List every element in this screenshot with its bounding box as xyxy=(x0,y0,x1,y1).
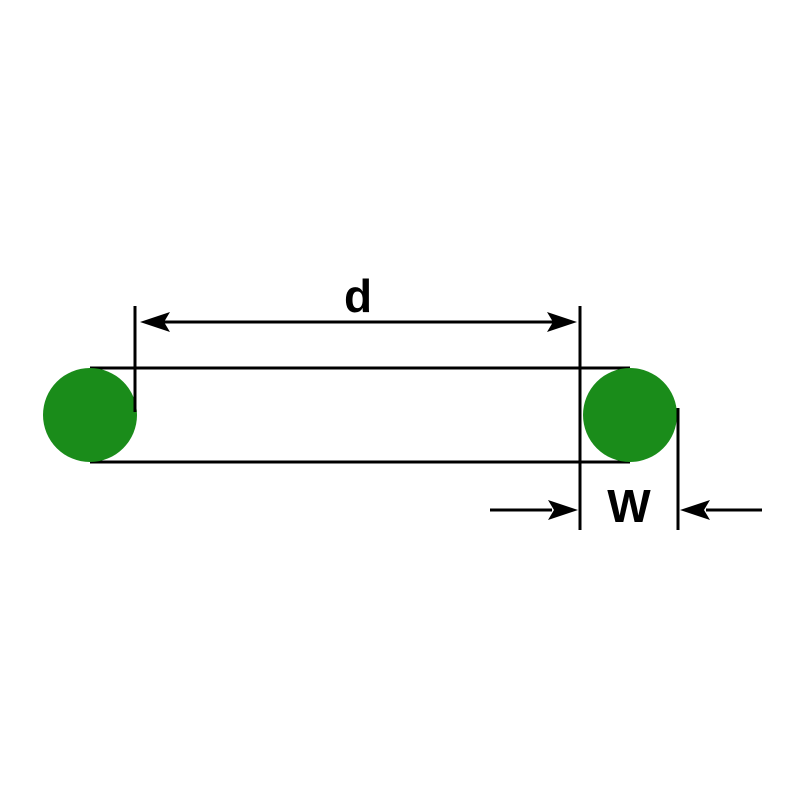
oring-cross-section-left xyxy=(43,368,137,462)
extension-lines xyxy=(133,306,680,530)
oring-profile-edges xyxy=(90,366,630,464)
dimension-d: d xyxy=(140,270,577,332)
oring-cross-section-right xyxy=(583,368,677,462)
arrowhead-w-right-icon xyxy=(680,500,710,520)
inner-diameter-label: d xyxy=(344,270,372,322)
arrowhead-w-left-icon xyxy=(548,500,578,520)
dimension-w: W xyxy=(490,480,762,532)
cross-section-width-label: W xyxy=(607,480,651,532)
arrowhead-d-left-icon xyxy=(140,312,170,332)
arrowhead-d-right-icon xyxy=(547,312,577,332)
